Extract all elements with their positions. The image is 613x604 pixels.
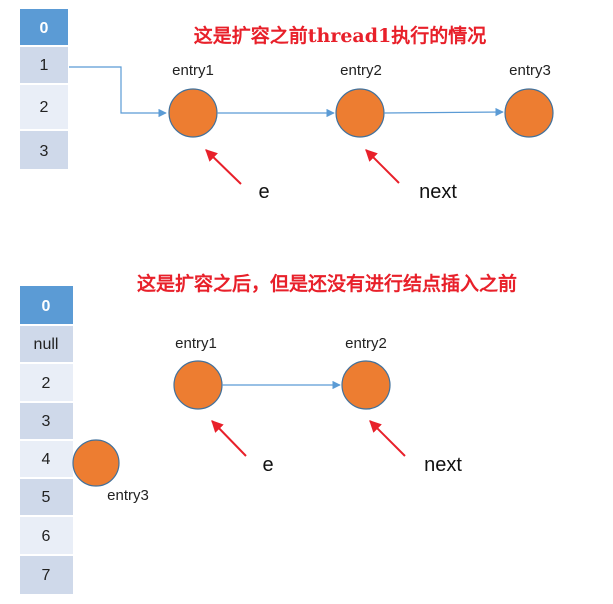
bottom-pointer-next-arrow bbox=[369, 420, 406, 457]
top-bucket-0-label: 0 bbox=[40, 20, 49, 37]
top-title: 这是扩容之前thread1执行的情况 bbox=[194, 24, 487, 47]
top-bucket-2-label: 2 bbox=[40, 99, 49, 116]
top-node-entry2 bbox=[335, 88, 385, 138]
bottom-pointer-next-label: next bbox=[424, 454, 462, 476]
top-link-entry2-to-entry3 bbox=[383, 107, 504, 117]
bottom-node-label-entry1: entry1 bbox=[175, 335, 217, 352]
bottom-node-label-entry2: entry2 bbox=[345, 335, 387, 352]
bottom-pointer-e-label: e bbox=[262, 454, 273, 476]
top-node-label-entry3: entry3 bbox=[509, 62, 551, 79]
bottom-bucket-4-label: 4 bbox=[42, 451, 51, 468]
top-bucket-3-label: 3 bbox=[40, 143, 49, 160]
top-pointer-next-label: next bbox=[419, 181, 457, 203]
top-bucket-3 bbox=[18, 129, 70, 171]
top-node-label-entry1: entry1 bbox=[172, 62, 214, 79]
bottom-bucket-3-label: 3 bbox=[42, 413, 51, 430]
bottom-node-entry3 bbox=[72, 439, 120, 487]
top-bucket-1-label: 1 bbox=[40, 57, 49, 74]
bottom-bucket-0-label: 0 bbox=[42, 298, 51, 315]
bottom-bucket-table: 0 null 2 3 4 5 6 7 bbox=[18, 284, 75, 596]
top-node-label-entry2: entry2 bbox=[340, 62, 382, 79]
bottom-bucket-6 bbox=[18, 515, 75, 556]
bottom-pointer-e-arrow bbox=[211, 420, 247, 457]
top-bucket-table: 0 1 2 3 bbox=[18, 7, 70, 171]
top-pointer-next-arrow bbox=[365, 149, 400, 184]
bottom-bucket-1 bbox=[18, 324, 75, 364]
bottom-title: 这是扩容之后，但是还没有进行结点插入之前 bbox=[137, 272, 517, 295]
top-link-bucket-to-entry1 bbox=[69, 66, 167, 118]
bottom-bucket-5 bbox=[18, 477, 75, 517]
bottom-bucket-6-label: 6 bbox=[42, 528, 51, 545]
bottom-bucket-0 bbox=[18, 284, 75, 326]
top-node-entry3 bbox=[504, 88, 554, 138]
bottom-node-entry1 bbox=[173, 360, 223, 410]
bottom-bucket-3 bbox=[18, 401, 75, 441]
bottom-bucket-7-label: 7 bbox=[42, 567, 51, 584]
bottom-bucket-2 bbox=[18, 362, 75, 403]
bottom-bucket-5-label: 5 bbox=[42, 489, 51, 506]
bottom-bucket-2-label: 2 bbox=[42, 375, 51, 392]
top-node-entry1 bbox=[168, 88, 218, 138]
bottom-bucket-1-label: null bbox=[34, 336, 59, 353]
top-pointer-e-label: e bbox=[258, 181, 269, 203]
bottom-node-entry2 bbox=[341, 360, 391, 410]
top-pointer-e-arrow bbox=[205, 149, 242, 185]
bottom-node-label-entry3: entry3 bbox=[107, 487, 149, 504]
bottom-bucket-7 bbox=[18, 554, 75, 596]
bottom-bucket-4 bbox=[18, 439, 75, 479]
